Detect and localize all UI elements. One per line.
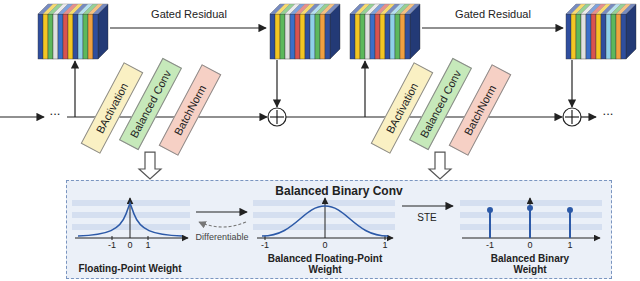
- plot-stripes: [253, 224, 395, 230]
- feature-map-cube: [270, 4, 340, 59]
- plot-stripes: [72, 200, 602, 230]
- binary-weight-bar: [488, 206, 572, 238]
- binary-weight-bar: [488, 208, 492, 212]
- add-symbol: [563, 108, 581, 126]
- tick-label: 1: [567, 241, 572, 251]
- box-label: BatchNorm: [171, 83, 208, 138]
- gradient-arrow: [199, 222, 246, 227]
- plot-stripes: [72, 212, 190, 218]
- plot-caption: Balanced Binary Weight: [490, 253, 570, 275]
- box-label: Balanced Binary Conv: [275, 184, 402, 198]
- add-symbol: [571, 110, 572, 124]
- plot-axis: [148, 236, 149, 240]
- hollow-arrow: [429, 152, 451, 179]
- plot-stripes: [460, 200, 602, 206]
- main-path-line: [0, 116, 44, 117]
- residual-arrow: [110, 27, 563, 28]
- residual-label: Gated Residual: [455, 8, 531, 20]
- binary-weight-bar: [529, 208, 531, 238]
- plot-stripes: [253, 212, 395, 218]
- panel-ground: [66, 180, 612, 279]
- plot-axis: [75, 198, 600, 240]
- main-path-line: [0, 60, 596, 117]
- gradient-arrow: [199, 222, 246, 227]
- residual-arrow: [422, 27, 563, 28]
- method-label: Differentiable: [196, 233, 249, 243]
- feature-map-cube: [38, 4, 108, 59]
- ellipsis: ...: [603, 104, 614, 118]
- plot-caption: Floating-Point Weight: [78, 263, 181, 274]
- ellipsis: ...: [50, 104, 61, 118]
- binary-weight-bar: [569, 210, 571, 238]
- feature-map-cube: [38, 4, 636, 59]
- plot-axis: [112, 236, 113, 240]
- tick-label: 1: [145, 241, 150, 251]
- main-path-line: [276, 60, 277, 107]
- add-symbol: [268, 108, 286, 126]
- main-path-line: [581, 116, 596, 117]
- tick-label: -1: [108, 241, 116, 251]
- plot-axis: [75, 238, 188, 239]
- transform-arrow: [196, 206, 453, 212]
- residual-arrow: [110, 27, 266, 28]
- distribution-curve: [262, 206, 388, 236]
- residual-label: Gated Residual: [151, 8, 227, 20]
- binary-weight-bar: [528, 206, 532, 210]
- distribution-curve: [78, 203, 182, 236]
- binary-weight-bar: [489, 210, 491, 238]
- binary-weight-bar: [568, 208, 572, 212]
- method-label: STE: [417, 212, 436, 223]
- main-path-line: [364, 61, 365, 117]
- feature-map-cube: [566, 4, 636, 59]
- transform-arrow: [196, 211, 247, 212]
- tick-label: 1: [382, 241, 387, 251]
- main-path-line: [74, 61, 75, 117]
- tick-label: -1: [486, 241, 494, 251]
- tick-label: 0: [127, 241, 132, 251]
- plot-axis: [530, 198, 531, 238]
- box-label: BatchNorm: [461, 83, 498, 138]
- tick-label: -1: [261, 241, 269, 251]
- transform-arrow: [402, 205, 453, 206]
- hollow-arrow: [139, 152, 161, 179]
- add-symbol: [276, 110, 277, 124]
- plot-axis: [325, 198, 326, 238]
- plot-caption: Balanced Floating-Point Weight: [266, 253, 384, 275]
- plot-stripes: [72, 224, 190, 230]
- feature-map-cube: [350, 4, 420, 59]
- tick-label: 0: [527, 241, 532, 251]
- distribution-curve: [78, 203, 388, 236]
- tick-label: 0: [322, 241, 327, 251]
- main-path-line: [571, 60, 572, 107]
- plot-stripes: [253, 200, 395, 206]
